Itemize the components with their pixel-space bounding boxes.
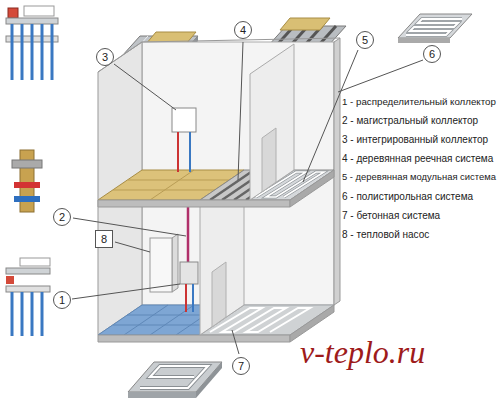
slab-edge [98,335,290,342]
brass-stack [20,150,34,212]
legend-line: 8 - тепловой насос [342,229,429,241]
heating-pipe [140,366,208,388]
collector-box [172,108,196,132]
floor-sample-edge [398,38,450,43]
callout-number: 4 [240,25,246,36]
callout-number: 2 [59,212,65,223]
collector-box [180,262,198,284]
callout-circle: 3 [96,48,114,66]
pipe [189,132,191,172]
leader-line [72,284,180,299]
leader-line [115,242,150,252]
doorway [262,128,276,192]
floor-sample [398,14,472,38]
callout-square: 8 [95,230,113,248]
pipe [21,292,24,336]
callout-circle: 7 [232,357,250,375]
legend-line: 3 - интегрированный коллектор [342,134,488,146]
pipe-outline [140,366,208,388]
manifold-rail [6,18,58,24]
red-handle [14,182,40,188]
callout-circle: 5 [356,31,374,49]
heat-pump-side [172,234,178,292]
controller-box [24,6,54,16]
joint [150,170,194,200]
legend-line: 6 - полистирольная система [342,191,473,203]
osb-board [280,18,330,30]
grid-line [150,305,194,335]
manifold-rail [6,286,50,292]
roof-edge [98,38,340,72]
slab-edge [290,170,334,207]
legend-line: 1 - распределительный коллектор [342,96,496,107]
leader-line [238,42,243,180]
slab-edge [98,200,290,207]
pump-body [8,8,18,18]
pipe [31,24,34,80]
heating-pipe [406,19,462,35]
pipe [21,24,24,80]
legend-line: 7 - бетонная система [342,210,440,222]
blue-handle [14,196,40,202]
right-wall [334,38,340,305]
leader-line [114,64,176,110]
slat [210,170,254,200]
pipe [192,284,194,312]
callout-circle: 1 [53,291,71,309]
legend-line: 4 - деревянная реечная система [342,153,493,165]
callout-number: 3 [102,52,108,63]
watermark: v-teplo.ru [300,334,425,371]
callout-circle: 4 [234,21,252,39]
heat-pump [150,238,172,292]
pipe [51,24,54,80]
pipe [41,24,44,80]
grid-line [124,305,168,335]
pipe [185,284,187,312]
callout-number: 8 [101,234,107,245]
callout-number: 1 [59,295,65,306]
manifold-rail [6,268,50,274]
main-pipe [187,207,190,262]
pump-body [6,276,14,284]
pipe [11,24,14,80]
legend-line: 5 - деревянная модульная система [342,172,496,183]
callout-number: 7 [238,361,244,372]
leader-line [338,60,423,92]
pipe [177,132,179,172]
blue-pipes [12,292,42,336]
leader-line [73,218,186,236]
floor-sample-edge [128,392,196,398]
pipe [41,292,44,336]
callout-circle: 2 [53,208,71,226]
floor-sample [128,362,222,392]
pipe [31,292,34,336]
legend-line: 2 - магистральный коллектор [342,115,478,127]
valve [12,160,42,168]
callout-number: 6 [429,49,435,60]
doorway [212,262,226,327]
pipe [11,292,14,336]
leader-line [232,330,239,354]
blue-pipes [12,24,52,80]
pipe-outline [406,19,462,35]
callout-number: 5 [362,35,368,46]
partition-wall [250,44,294,200]
controller-box [20,258,50,266]
callout-circle: 6 [423,45,441,63]
